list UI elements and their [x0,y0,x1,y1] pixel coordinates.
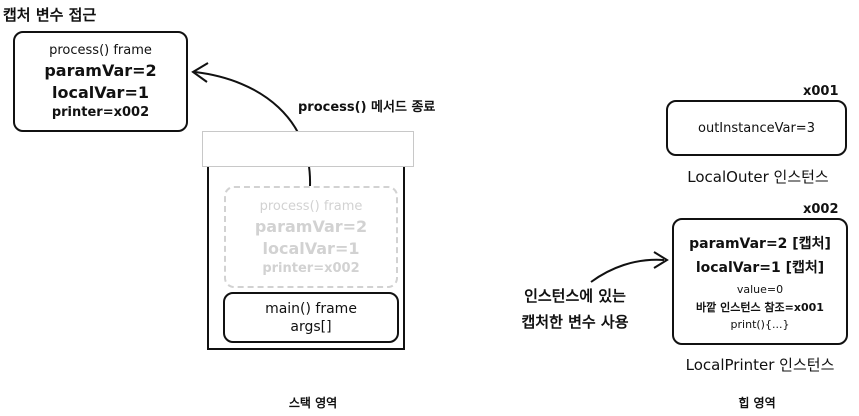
printer-address: x002 [803,202,839,217]
captured-process-frame: process() frame paramVar=2 localVar=1 pr… [13,31,188,132]
popped-process-frame: process() frame paramVar=2 localVar=1 pr… [224,186,398,288]
ghost-param-var: paramVar=2 [254,216,368,236]
capture-use-arrow [590,258,665,283]
local-var: localVar=1 [52,83,149,102]
stack-top-band [202,131,414,167]
diagram-title: 캡처 변수 접근 [3,6,97,24]
captured-param-var: paramVar=2 [캡처] [689,235,831,252]
ghost-local-var: localVar=1 [262,238,360,258]
main-frame-name: main() frame [265,300,357,317]
value-field: value=0 [736,282,784,296]
note-line-2: 캡처한 변수 사용 [521,313,629,331]
ghost-printer-ref: printer=x002 [262,260,360,276]
local-printer-instance: paramVar=2 [캡처] localVar=1 [캡처] value=0 … [672,218,848,345]
print-method: print(){...} [730,317,790,331]
printer-ref: printer=x002 [51,105,150,120]
ghost-frame-name: process() frame [259,198,363,214]
frame-name: process() frame [49,43,152,58]
out-instance-var: outInstanceVar=3 [698,120,815,136]
arrow-label: process() 메서드 종료 [298,100,436,115]
capture-use-arrowhead [653,251,669,269]
capture-use-note: 인스턴스에 있는 캡처한 변수 사용 [500,283,650,335]
main-args: args[] [290,318,332,335]
local-outer-caption: LocalOuter 인스턴스 [687,168,829,186]
local-printer-caption: LocalPrinter 인스턴스 [685,356,835,374]
param-var: paramVar=2 [44,61,157,80]
local-outer-instance: outInstanceVar=3 [666,100,847,156]
captured-local-var: localVar=1 [캡처] [695,259,825,276]
outer-address: x001 [803,84,839,99]
outer-instance-ref: 바깥 인스턴스 참조=x001 [696,300,824,314]
heap-area-caption: 힙 영역 [738,396,776,410]
process-exit-arrowhead [191,62,209,83]
note-line-1: 인스턴스에 있는 [524,287,626,305]
stack-container [207,167,405,350]
stack-area-caption: 스택 영역 [288,396,338,410]
main-frame: main() frame args[] [223,292,399,343]
